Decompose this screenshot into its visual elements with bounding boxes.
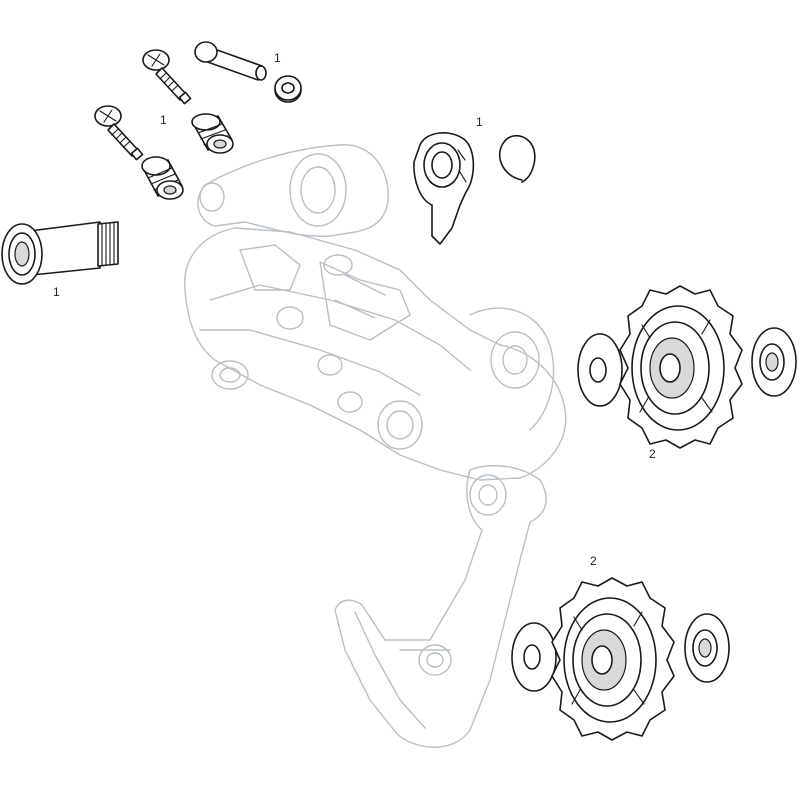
callout-hanger-bolt-kit: 1 [53, 285, 60, 299]
circlip [498, 134, 536, 183]
callout-b-knuckle-kit: 1 [476, 115, 483, 129]
b-knuckle-tab [413, 132, 475, 245]
lower-pulley-washer-left [511, 622, 557, 692]
mounting-bolt [1, 221, 119, 285]
upper-pulley-wheel [619, 285, 743, 449]
upper-pulley-washer-left [577, 333, 623, 407]
limit-screw-lower [94, 105, 144, 161]
barrel-adjuster-upper [191, 113, 234, 154]
upper-pulley-washer-right [751, 327, 797, 397]
pivot-bushing [274, 75, 302, 103]
lower-pulley-wheel [551, 577, 675, 741]
barrel-adjuster-lower [141, 156, 184, 200]
limit-screw-upper [142, 49, 192, 105]
callout-bolt-pin-kit: 1 [274, 51, 281, 65]
callout-lower-pulley-kit: 2 [590, 554, 597, 568]
callout-limit-screw-kit: 1 [160, 113, 167, 127]
callout-upper-pulley-kit: 2 [649, 447, 656, 461]
derailleur-body-outline [184, 144, 567, 748]
pivot-pin [194, 41, 267, 81]
lower-pulley-washer-right [684, 613, 730, 683]
